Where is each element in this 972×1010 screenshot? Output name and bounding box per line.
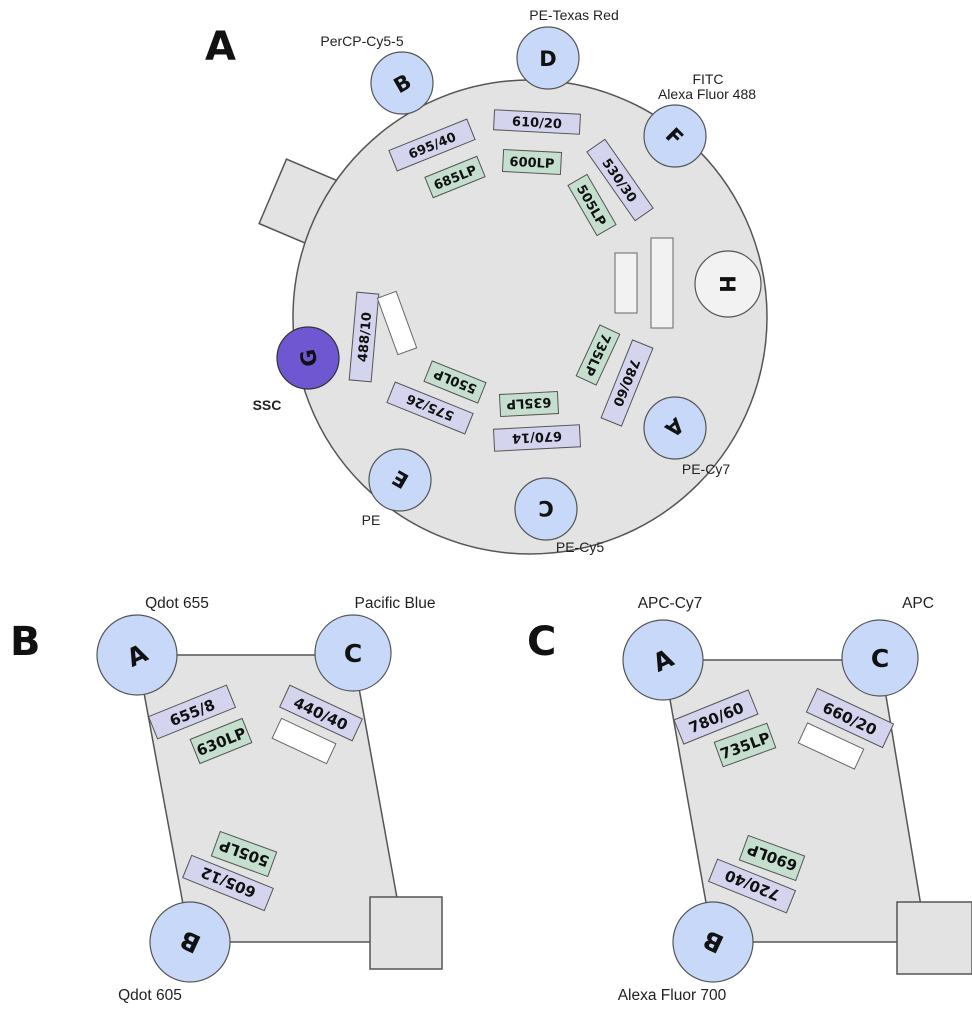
- detector-a: A: [96, 614, 178, 696]
- panel-c-label: C: [527, 619, 556, 665]
- detector-f: F: [643, 104, 707, 168]
- detector-b: B: [672, 901, 754, 983]
- panel-b-label: B: [10, 619, 41, 665]
- parallelogram-body: [136, 654, 406, 943]
- detector-d: D: [516, 26, 580, 90]
- panel-b: B 655/8 630LP 440/40 505LP 605/12 A Qdot: [10, 595, 443, 1004]
- fluor-pe-cy5: PE-Cy5: [556, 539, 604, 555]
- blank-filter-right-outer: [650, 237, 674, 329]
- fluor-alexa-fluor-488: Alexa Fluor 488: [658, 86, 756, 102]
- detector-c: C: [514, 477, 578, 541]
- detector-b: B: [149, 901, 231, 983]
- fluor-pacific-blue: Pacific Blue: [355, 595, 436, 612]
- square-detector: [369, 896, 443, 970]
- fluor-pe-cy7: PE-Cy7: [682, 461, 730, 477]
- svg-text:G: G: [296, 347, 323, 368]
- fluor-ssc: SSC: [253, 397, 282, 413]
- blank-filter-left: [376, 290, 418, 356]
- svg-text:H: H: [715, 275, 739, 293]
- detector-h: H: [694, 250, 762, 318]
- panel-a: A 695/40 685LP 610/20 600LP 530/30 505L: [205, 7, 768, 555]
- filter-610-20: 610/20: [493, 109, 581, 135]
- fluor-fitc: FITC: [692, 71, 723, 87]
- svg-text:635LP: 635LP: [506, 394, 552, 411]
- svg-text:600LP: 600LP: [509, 155, 555, 172]
- fluor-qdot-605: Qdot 605: [118, 987, 182, 1004]
- fluor-apc: APC: [902, 595, 934, 612]
- detector-c: C: [314, 614, 392, 692]
- svg-text:D: D: [539, 47, 556, 71]
- detector-b: B: [370, 51, 434, 115]
- square-detector: [896, 901, 972, 975]
- svg-text:670/14: 670/14: [512, 428, 563, 446]
- detector-a: A: [643, 396, 707, 460]
- svg-text:610/20: 610/20: [512, 115, 563, 133]
- filter-655-8: 655/8: [147, 684, 237, 740]
- filter-600lp: 600LP: [501, 148, 563, 176]
- detector-g: G: [276, 326, 340, 390]
- detector-a: A: [622, 619, 704, 701]
- detector-c: C: [841, 619, 919, 697]
- svg-text:C: C: [538, 496, 553, 520]
- fluor-qdot-655: Qdot 655: [145, 595, 209, 612]
- filter-488-10: 488/10: [348, 291, 380, 383]
- svg-text:C: C: [344, 639, 362, 668]
- detector-e: E: [368, 448, 432, 512]
- svg-text:C: C: [871, 644, 889, 673]
- svg-text:488/10: 488/10: [356, 312, 375, 363]
- panel-c: C 780/60 735LP 660/20 690LP 720/40 A APC: [527, 595, 972, 1004]
- fluor-percp-cy5-5: PerCP-Cy5-5: [320, 33, 403, 49]
- parallelogram-body: [662, 659, 928, 943]
- fluor-pe-texas-red: PE-Texas Red: [529, 7, 618, 23]
- fluor-pe: PE: [362, 512, 381, 528]
- blank-filter-right-inner: [614, 252, 638, 314]
- panel-a-label: A: [205, 24, 236, 70]
- fluor-alexa-fluor-700: Alexa Fluor 700: [618, 987, 727, 1004]
- blank-filter: [271, 717, 337, 765]
- filter-635lp: 635LP: [498, 390, 560, 418]
- filter-670-14: 670/14: [492, 424, 582, 452]
- blank-filter: [797, 722, 865, 770]
- fluor-apc-cy7: APC-Cy7: [638, 595, 703, 612]
